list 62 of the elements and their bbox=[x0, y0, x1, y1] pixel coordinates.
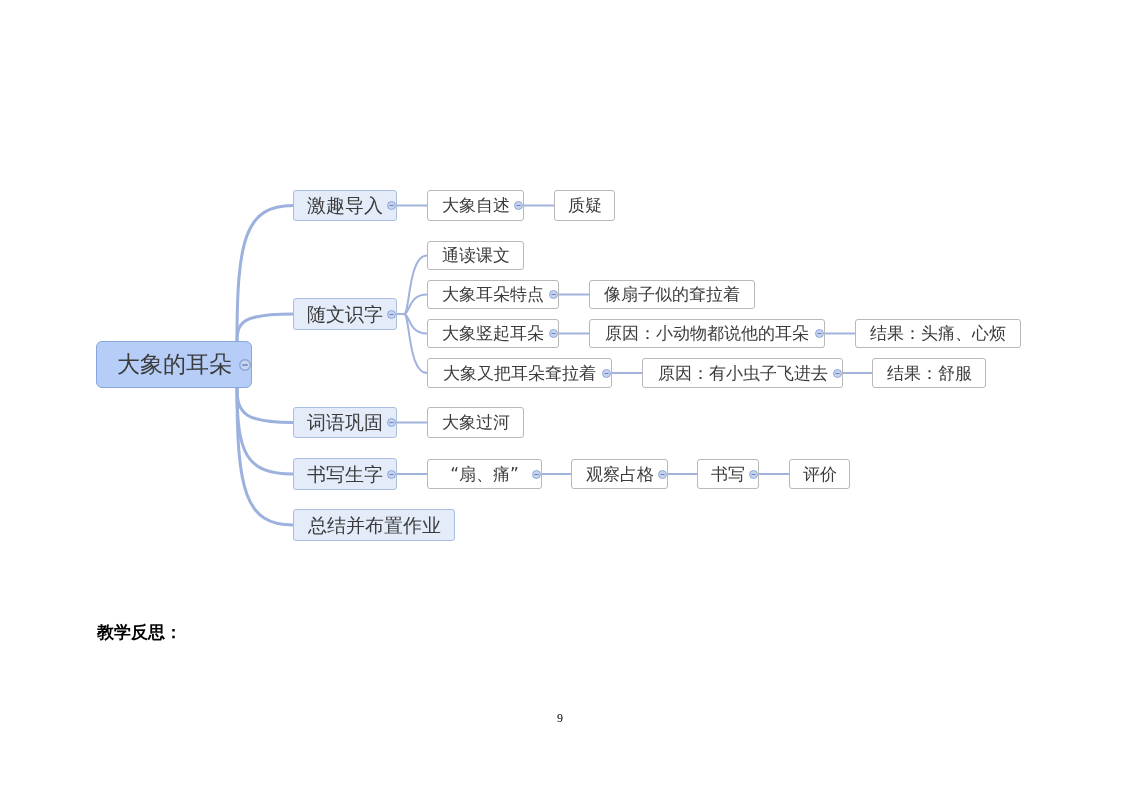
heading-text: 教学反思： bbox=[97, 621, 182, 644]
topic-label: 激趣导入 bbox=[307, 195, 383, 216]
main-topic-box bbox=[293, 190, 397, 221]
connector-line bbox=[824, 332, 856, 335]
topic-label: 观察占格 bbox=[585, 464, 654, 484]
connector-line bbox=[235, 204, 295, 343]
connector-line bbox=[758, 473, 790, 475]
main-topic-box bbox=[293, 509, 455, 541]
topic-label: 词语巩固 bbox=[307, 412, 383, 433]
subtopic-box bbox=[427, 280, 559, 309]
subtopic-box bbox=[554, 190, 615, 221]
connector-line bbox=[541, 473, 572, 475]
subtopic-box bbox=[589, 280, 755, 309]
subtopic-box bbox=[571, 459, 668, 489]
topic-label: 总结并布置作业 bbox=[307, 514, 441, 536]
subtopic-box bbox=[855, 319, 1021, 348]
main-topic-box bbox=[293, 407, 397, 438]
topic-label: 质疑 bbox=[567, 196, 602, 215]
connector-line bbox=[396, 421, 428, 424]
subtopic-box bbox=[697, 459, 759, 489]
topic-label: 原因：小动物都说他的耳朵 bbox=[605, 324, 809, 343]
connector-line bbox=[558, 332, 590, 335]
connector-line bbox=[523, 204, 555, 207]
topic-label: 结果：舒服 bbox=[886, 363, 972, 383]
connector-line bbox=[396, 473, 428, 475]
topic-label: 评价 bbox=[802, 464, 837, 484]
subtopic-box bbox=[427, 407, 524, 438]
topic-label: 书写生字 bbox=[307, 463, 383, 485]
topic-label: 大象耳朵特点 bbox=[442, 285, 544, 304]
main-topic-box bbox=[293, 458, 397, 490]
topic-label: 大象竖起耳朵 bbox=[442, 324, 544, 343]
connector-line bbox=[396, 313, 428, 374]
topic-label: 随文识字 bbox=[307, 303, 383, 325]
central-topic-box bbox=[96, 341, 252, 388]
subtopic-box bbox=[789, 459, 850, 489]
main-topic-box bbox=[293, 298, 397, 330]
subtopic-box bbox=[427, 459, 542, 489]
subtopic-box bbox=[872, 358, 986, 388]
connector-line bbox=[396, 204, 428, 207]
subtopic-box bbox=[427, 358, 612, 388]
topic-label: 原因：有小虫子飞进去 bbox=[657, 363, 828, 383]
connector-line bbox=[667, 473, 698, 475]
topic-label: “扇、痛” bbox=[450, 464, 519, 484]
subtopic-box bbox=[427, 190, 524, 221]
connector-line bbox=[235, 312, 295, 343]
subtopic-box bbox=[589, 319, 825, 348]
topic-label: 通读课文 bbox=[441, 246, 510, 265]
connector-line bbox=[235, 386, 295, 527]
topic-label: 结果：头痛、心烦 bbox=[870, 324, 1006, 343]
topic-label: 大象又把耳朵耷拉着 bbox=[443, 363, 596, 383]
topic-label: 书写 bbox=[711, 464, 745, 484]
connector-line bbox=[558, 293, 590, 296]
topic-label: 大象的耳朵 bbox=[116, 351, 232, 378]
connector-line bbox=[842, 372, 873, 374]
topic-label: 像扇子似的耷拉着 bbox=[604, 285, 740, 304]
topic-label: 大象自述 bbox=[441, 196, 510, 215]
subtopic-box bbox=[427, 241, 524, 270]
connector-line bbox=[611, 372, 643, 374]
subtopic-box bbox=[642, 358, 843, 388]
topic-label: 大象过河 bbox=[441, 413, 510, 432]
page-number: 9 bbox=[557, 711, 563, 726]
subtopic-box bbox=[427, 319, 559, 348]
